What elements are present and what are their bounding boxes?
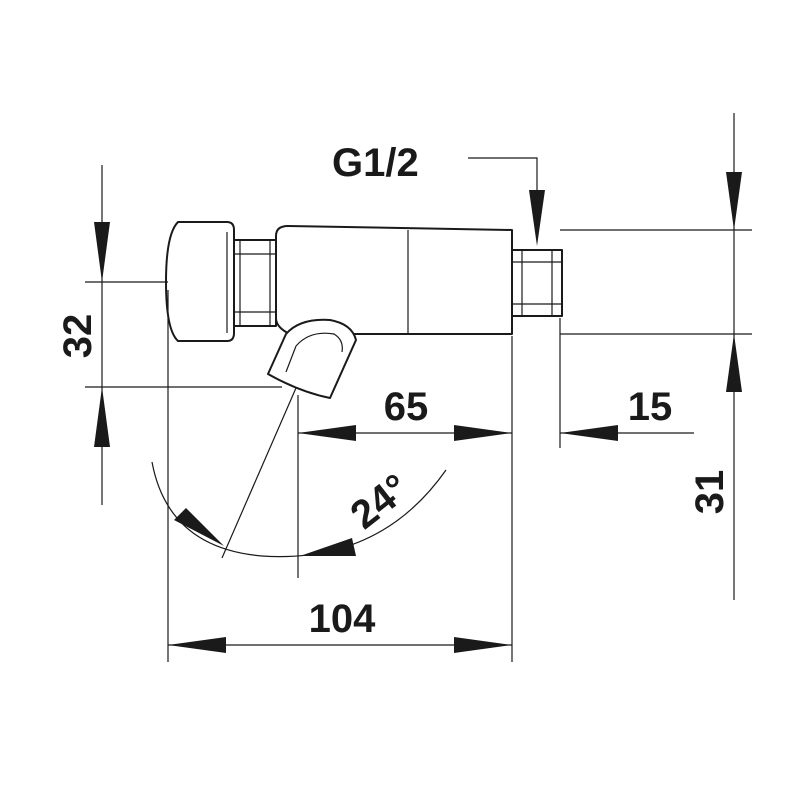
dim-31-label: 31: [688, 470, 732, 515]
dim-65-arrow-left: [298, 425, 356, 441]
dim-65-label: 65: [384, 385, 429, 429]
angle-label: 24°: [343, 466, 418, 538]
dim-104-arrow-left: [168, 637, 226, 653]
tap-spout: [267, 318, 357, 399]
dim-32-arrow-bottom: [94, 387, 110, 447]
dim-15-label: 15: [628, 385, 673, 429]
dim-104-label: 104: [309, 597, 376, 641]
dim-32-arrow-top: [94, 222, 110, 282]
angle-arrow-left: [174, 508, 224, 546]
dim-104-arrow-right: [454, 637, 512, 653]
dim-31-arrow-top: [726, 172, 742, 230]
dim-32-label: 32: [56, 314, 100, 359]
tap-outline: [165, 221, 563, 399]
dim-15-arrow: [560, 425, 618, 441]
dimension-labels: G1/2 32 31 65 15 104 24°: [56, 141, 732, 641]
dim-31-arrow-bottom: [726, 334, 742, 392]
push-button-cap: [165, 221, 235, 342]
thread-arrow: [529, 190, 545, 246]
thread-label: G1/2: [332, 141, 419, 185]
dimension-lines: [94, 172, 742, 653]
angle-arrow-right: [300, 538, 356, 556]
dim-65-arrow-right: [454, 425, 512, 441]
thread-connector: [511, 249, 563, 317]
angle-arc: [151, 461, 447, 558]
